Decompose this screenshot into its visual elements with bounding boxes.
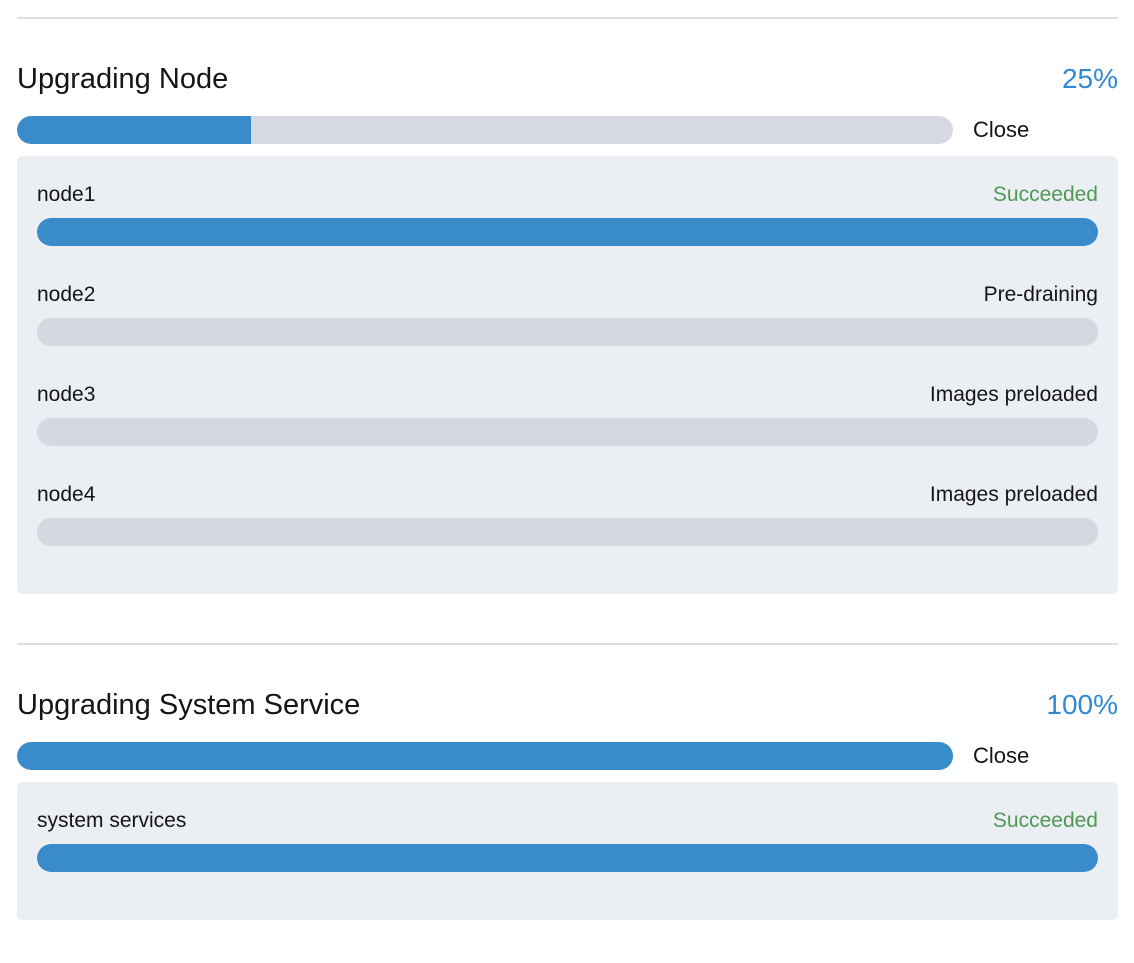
service-status-panel: system services Succeeded (17, 782, 1118, 920)
node-status-panel: node1 Succeeded node2 Pre-draining (17, 156, 1118, 594)
service-progress-bar (37, 844, 1098, 872)
service-row-header: system services Succeeded (37, 806, 1098, 836)
node-name: node2 (37, 283, 96, 306)
node-row: node4 Images preloaded (37, 480, 1098, 546)
node-row-header: node2 Pre-draining (37, 280, 1098, 310)
overall-progress-row: Close (17, 742, 1118, 770)
node-row: node3 Images preloaded (37, 380, 1098, 446)
section-title: Upgrading Node (17, 63, 229, 95)
node-row: node2 Pre-draining (37, 280, 1098, 346)
section-header: Upgrading Node 25% (17, 63, 1118, 95)
node-row: node1 Succeeded (37, 180, 1098, 246)
service-row: system services Succeeded (37, 806, 1098, 872)
close-button[interactable]: Close (973, 743, 1030, 768)
node-progress-bar (37, 318, 1098, 346)
node-row-header: node4 Images preloaded (37, 480, 1098, 510)
overall-progress-bar (17, 742, 953, 770)
section-title: Upgrading System Service (17, 689, 361, 721)
node-progress-bar (37, 518, 1098, 546)
node-status: Succeeded (992, 183, 1098, 206)
node-progress-fill (37, 218, 1098, 246)
section-header: Upgrading System Service 100% (17, 689, 1118, 721)
close-button[interactable]: Close (973, 117, 1030, 142)
service-name: system services (37, 809, 187, 832)
node-status: Pre-draining (983, 283, 1098, 306)
upgrade-node-section: Upgrading Node 25% Close node1 Succeeded (17, 17, 1118, 594)
progress-percent: 25% (1061, 63, 1118, 94)
overall-progress-row: Close (17, 116, 1118, 144)
progress-percent: 100% (1046, 689, 1118, 720)
section-divider (17, 643, 1118, 645)
node-status: Images preloaded (929, 483, 1098, 506)
node-name: node4 (37, 483, 96, 506)
node-row-header: node3 Images preloaded (37, 380, 1098, 410)
overall-progress-fill (17, 742, 953, 770)
node-row-header: node1 Succeeded (37, 180, 1098, 210)
node-name: node3 (37, 383, 96, 406)
section-divider (17, 17, 1118, 19)
overall-progress-bar (17, 116, 953, 144)
upgrade-status-page: Upgrading Node 25% Close node1 Succeeded (0, 17, 1134, 920)
upgrade-system-service-section: Upgrading System Service 100% Close syst… (17, 643, 1118, 920)
node-status: Images preloaded (929, 383, 1098, 406)
overall-progress-fill (17, 116, 251, 144)
service-status: Succeeded (992, 809, 1098, 832)
service-progress-fill (37, 844, 1098, 872)
node-progress-bar (37, 418, 1098, 446)
node-name: node1 (37, 183, 96, 206)
node-progress-bar (37, 218, 1098, 246)
